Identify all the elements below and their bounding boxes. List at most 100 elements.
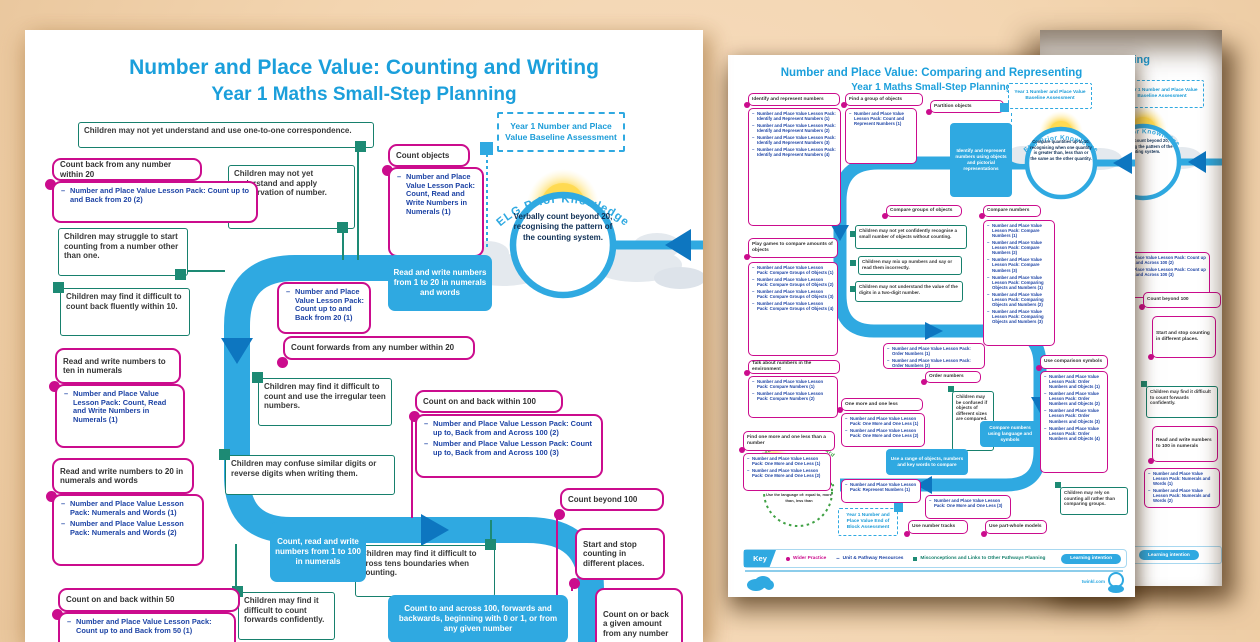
misconception-box: Children may not yet confidently recogni…: [855, 225, 967, 249]
practice-step-box: Start and stop counting in different pla…: [575, 528, 665, 580]
practice-step-box: Count on and back within 50: [58, 588, 240, 612]
learning-path: [833, 156, 1047, 492]
lesson-link-item: Number and Place Value Lesson Pack: Comp…: [987, 292, 1052, 307]
lesson-link-item: Number and Place Value Lesson Pack: Coun…: [67, 617, 229, 635]
key-bar-fragment: Learning intention: [1132, 546, 1222, 564]
misconception-box: Children may struggle to start counting …: [58, 228, 188, 276]
practice-step-box: Read and write numbers to 100 in numeral…: [1152, 426, 1218, 462]
practice-step-box: Count objects: [388, 144, 470, 167]
practice-step-box: Count forwards from any number within 20: [283, 336, 475, 360]
pink-connector-dot: [739, 447, 745, 453]
practice-step-box: Partition objects: [930, 100, 1004, 113]
misconception-box: Children may not yet understand and use …: [78, 122, 374, 148]
teal-square-icon: [913, 556, 918, 561]
pink-connector-dot: [882, 213, 888, 219]
pink-connector-dot: [981, 531, 987, 537]
learning-intention-pill: Learning intention: [1139, 550, 1199, 560]
misconception-box: Children may rely on counting all rather…: [1060, 487, 1128, 515]
key-label: Key: [744, 550, 776, 567]
legend-unit-resources: –Unit & Pathway Resources: [836, 555, 904, 562]
lesson-links: Number and Place Value Lesson Pack: Orde…: [883, 343, 985, 369]
teal-connector-square: [948, 386, 954, 392]
teal-connector-square: [850, 260, 856, 266]
pink-connector-dot: [744, 102, 750, 108]
practice-step-box: Compare groups of objects: [886, 205, 962, 217]
pink-connector-dot: [569, 578, 580, 589]
lesson-links: Number and Place Value Lesson Pack: Coun…: [58, 612, 236, 642]
pink-connector-dot: [1139, 304, 1145, 310]
badge-logo: [1108, 572, 1124, 593]
teal-connector-square: [175, 269, 186, 280]
lesson-link-item: Number and Place Value Lesson Pack: Comp…: [752, 379, 835, 389]
arrowhead-right-icon: [925, 322, 943, 340]
page-comparing-representing: ELG Prior Knowledge Year 1 Expected Stan…: [728, 55, 1135, 597]
lesson-links: Number and Place Value Lesson Pack: Comp…: [748, 262, 838, 356]
lesson-link-item: Number and Place Value Lesson Pack: Coun…: [64, 389, 178, 425]
practice-step-box: Use comparison symbols: [1040, 355, 1108, 369]
lesson-link-item: Number and Place Value Lesson Pack: Coun…: [424, 439, 596, 457]
lesson-link-item: Number and Place Value Lesson Pack: Nume…: [1148, 488, 1217, 503]
misconception-box: Children may find it difficult to count …: [60, 288, 190, 336]
arrowhead-left-icon: [1188, 151, 1206, 173]
lesson-link-item: Number and Place Value Lesson Pack: Comp…: [987, 240, 1052, 255]
footer-divider: [745, 570, 1123, 572]
lesson-links: Number and Place Value Lesson Pack: Comp…: [748, 376, 838, 418]
pink-connector-dot: [1036, 365, 1042, 371]
lesson-link-item: Number and Place Value Lesson Pack: Orde…: [1044, 374, 1105, 389]
practice-step-box: Identify and represent numbers: [748, 93, 840, 106]
connector-line: [342, 228, 344, 260]
lesson-links: Number and Place Value Lesson Pack: Coun…: [845, 108, 917, 164]
assessment-box: Year 1 Number and Place Value End of Blo…: [838, 508, 898, 536]
page-title: Number and Place Value: Comparing and Re…: [780, 67, 1083, 79]
lesson-link-item: Number and Place Value Lesson Pack: Comp…: [752, 301, 835, 311]
lesson-link-item: Number and Place Value Lesson Pack: Comp…: [987, 223, 1052, 238]
pink-connector-dot: [52, 609, 63, 620]
path-step-label: Compare numbers using language and symbo…: [980, 421, 1040, 447]
pink-connector-dot: [744, 370, 750, 376]
connector-line: [185, 270, 225, 272]
blue-connector-square: [480, 142, 493, 155]
arrowhead-left-icon: [665, 229, 691, 261]
practice-step-box: Use part-whole models: [985, 520, 1047, 534]
elg-statement: Compare quantities up to 10, recognising…: [1030, 139, 1092, 162]
arrowhead-right-icon: [421, 514, 449, 546]
practice-step-box: Read and write numbers to 20 in numerals…: [52, 458, 194, 494]
lesson-link-item: Number and Place Value Lesson Pack: Orde…: [1044, 408, 1105, 423]
pink-connector-dot: [926, 109, 932, 115]
pink-connector-dot: [554, 509, 565, 520]
practice-step-box: Read and write numbers to ten in numeral…: [55, 348, 181, 384]
lesson-link-item: Number and Place Value Lesson Pack: Comp…: [752, 289, 835, 299]
lesson-link-item: Number and Place Value Lesson Pack: One …: [929, 498, 1008, 508]
teal-connector-square: [219, 449, 230, 460]
connector-line: [411, 414, 413, 518]
site-url: twinkl.com: [1081, 579, 1105, 584]
right-node-layer: Children may not yet confidently recogni…: [728, 55, 1135, 597]
teal-connector-square: [53, 282, 64, 293]
practice-step-box: Find a group of objects: [845, 93, 923, 106]
key-legend: Key Wider Practice –Unit & Pathway Resou…: [743, 549, 1127, 568]
lesson-links: Number and Place Value Lesson Pack: Comp…: [983, 220, 1055, 346]
lesson-links: Number and Place Value Lesson Pack: Orde…: [1040, 371, 1108, 473]
page-subtitle: Year 1 Maths Small-Step Planning: [851, 82, 1012, 93]
practice-step-box: Compare numbers: [983, 205, 1041, 217]
arrowhead-down-icon: [221, 338, 253, 364]
connector-line: [357, 152, 359, 260]
lesson-link-item: Number and Place Value Lesson Pack: Nume…: [61, 499, 197, 517]
lesson-links: Number and Place Value Lesson Pack: Nume…: [52, 494, 204, 566]
pink-connector-dot: [921, 379, 927, 385]
connector-line: [235, 544, 237, 588]
teal-connector-square: [1141, 381, 1147, 387]
dash-icon: –: [836, 555, 840, 562]
page-subtitle: Year 1 Maths Small-Step Planning: [211, 84, 517, 105]
pink-connector-dot: [382, 165, 393, 176]
lesson-links: Number and Place Value Lesson Pack: Nume…: [1144, 468, 1220, 508]
lesson-link-item: Number and Place Value Lesson Pack: Comp…: [987, 309, 1052, 324]
lesson-link-item: Number and Place Value Lesson Pack: Coun…: [286, 287, 364, 323]
pink-connector-dot: [979, 213, 985, 219]
pink-connector-dot: [904, 531, 910, 537]
practice-step-box: Count on and back within 100: [415, 390, 563, 413]
lesson-link-item: Number and Place Value Lesson Pack: Iden…: [752, 135, 838, 145]
lesson-links: Number and Place Value Lesson Pack: One …: [841, 413, 925, 447]
lesson-link-item: Number and Place Value Lesson Pack: Comp…: [752, 277, 835, 287]
misconception-box: Children may find it difficult to count …: [238, 592, 335, 640]
